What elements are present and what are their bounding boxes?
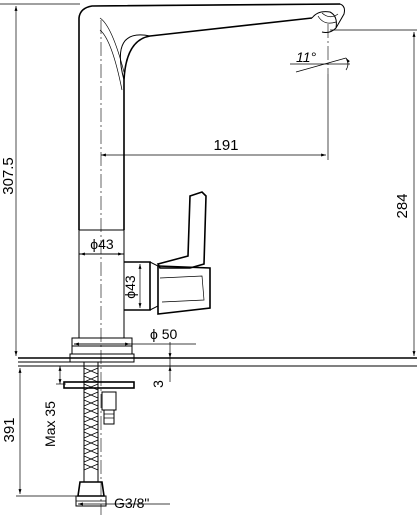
total-height-label: 307.5: [0, 157, 17, 195]
dim-connection: G3/8": [78, 495, 170, 511]
mounting-hardware: [63, 361, 135, 507]
base-diameter-label: ϕ 50: [150, 326, 178, 342]
dim-deck-thickness: 3: [150, 342, 172, 388]
body-diameter-label: ϕ43: [90, 236, 114, 252]
spout-height-label: 284: [394, 193, 411, 218]
dim-hose-length: 391: [1, 368, 78, 497]
max-deck-label: Max 35: [42, 401, 58, 447]
spout-angle-label: 11°: [296, 49, 317, 65]
faucet-outline: [18, 3, 417, 367]
dim-spout-height: 284: [330, 29, 417, 356]
center-lines: [100, 20, 329, 515]
hose-length-label: 391: [1, 417, 18, 442]
deck-thickness-label: 3: [150, 380, 166, 388]
dim-reach: 191: [101, 74, 329, 160]
body-diameter-vertical-label: ϕ43: [122, 275, 138, 299]
dim-body-diameter: ϕ43: [80, 236, 123, 256]
connection-label: G3/8": [114, 495, 149, 511]
dim-spout-angle: 11°: [290, 49, 350, 73]
dim-base-diameter: ϕ 50: [74, 326, 196, 346]
reach-label: 191: [213, 137, 238, 154]
dim-body-diameter-vertical: ϕ43: [122, 264, 142, 308]
dim-total-height: 307.5: [0, 3, 80, 356]
dim-max-deck: Max 35: [42, 366, 66, 447]
